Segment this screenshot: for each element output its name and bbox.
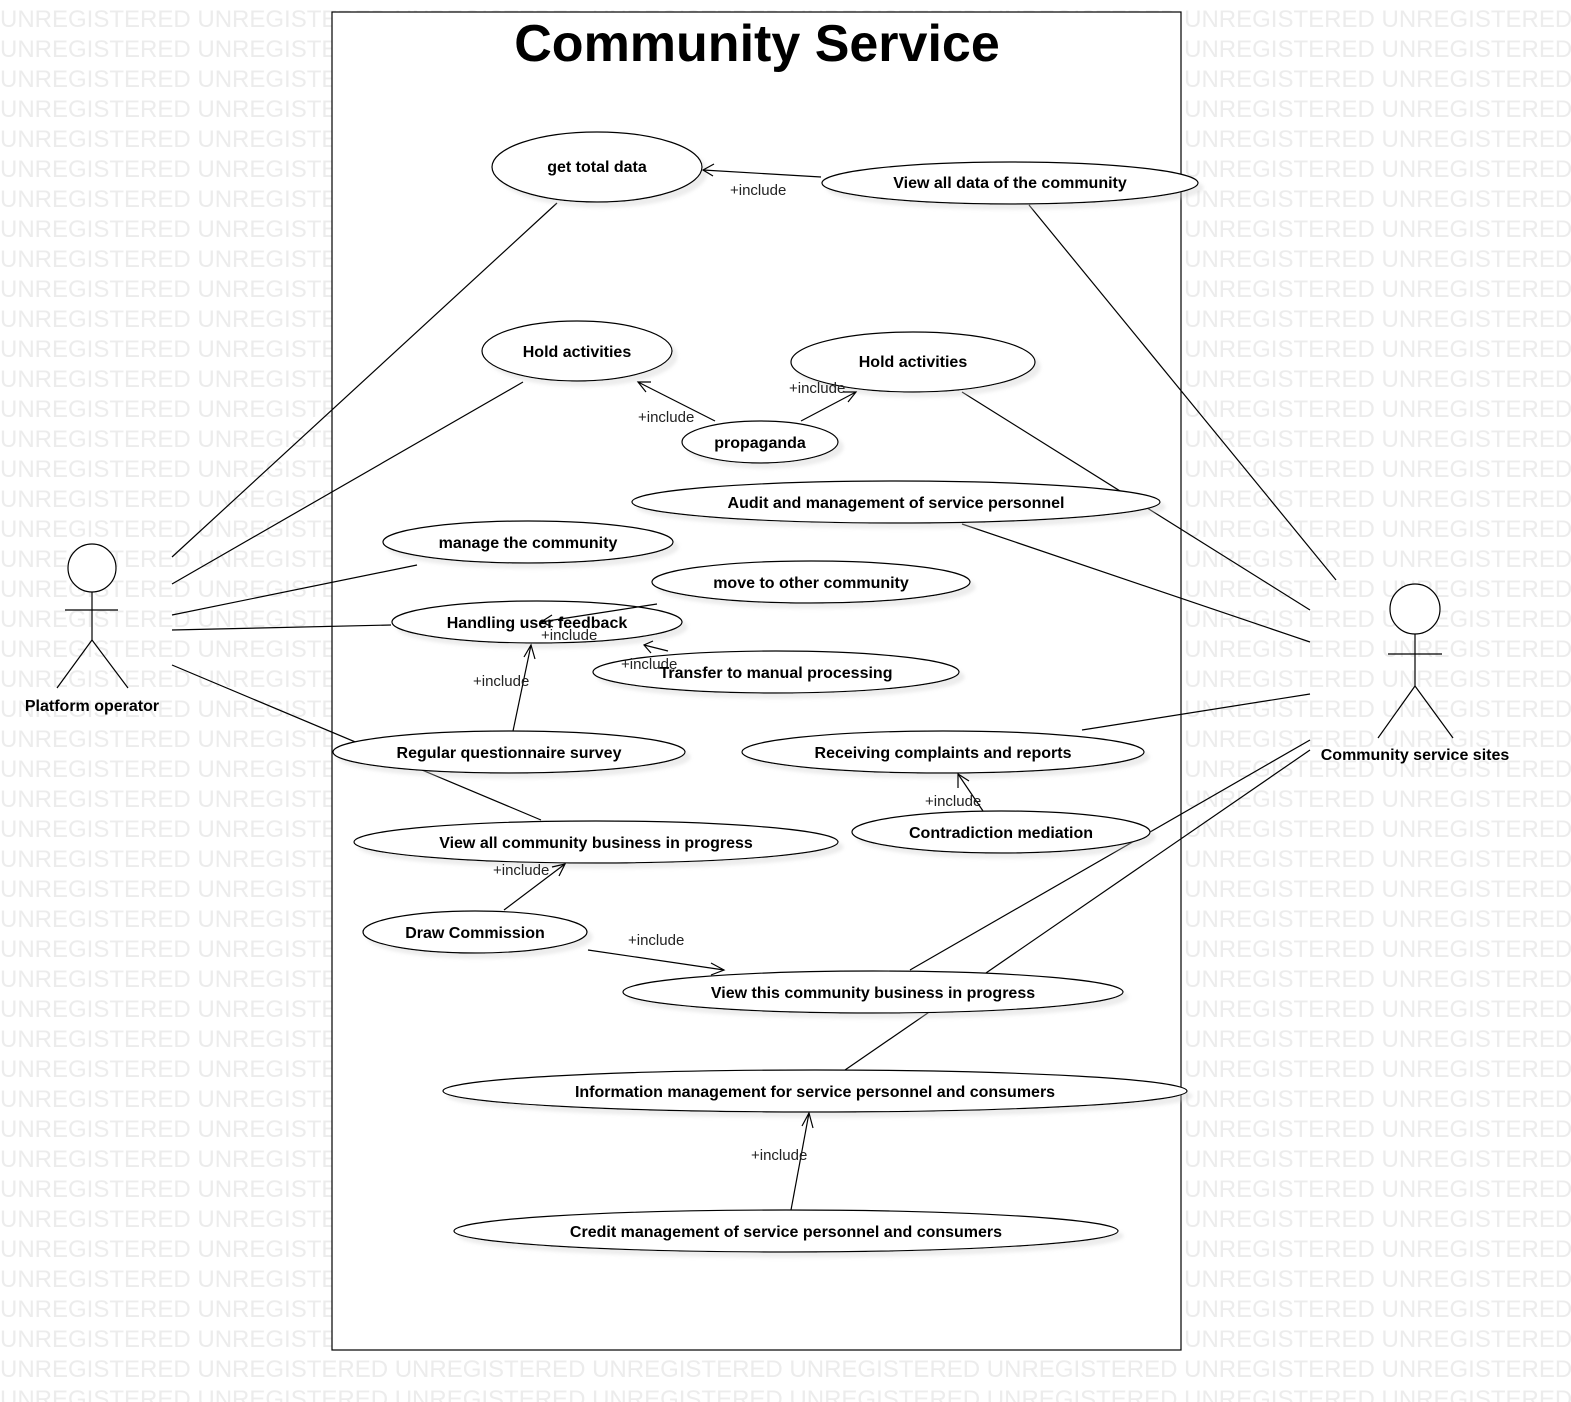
use-case-label: move to other community <box>713 575 909 592</box>
operator-associations <box>171 202 558 821</box>
use-case-info-management[interactable] <box>442 1069 1188 1113</box>
use-case-labels: get total data View all data of the comm… <box>397 159 1127 1241</box>
use-case-view-all-business[interactable] <box>353 820 839 864</box>
actor-head <box>1389 583 1441 635</box>
use-case-label: Draw Commission <box>405 925 545 942</box>
assoc-sites-view-all-data <box>1028 204 1337 581</box>
use-case-get-total-data[interactable] <box>491 131 703 203</box>
arrowhead <box>957 772 970 788</box>
use-case-label: Receiving complaints and reports <box>815 745 1072 762</box>
use-case-receiving-complaints[interactable] <box>741 730 1145 774</box>
include-draw-commission-to-view-this-business <box>587 949 725 971</box>
include-label: +include <box>925 793 981 810</box>
use-case-propaganda[interactable] <box>681 420 839 464</box>
system-title: Community Service <box>514 15 1000 73</box>
use-case-credit-management[interactable] <box>453 1209 1119 1253</box>
actor-head <box>67 543 117 593</box>
actor-label-platform-operator: Platform operator <box>25 698 159 715</box>
use-case-questionnaire[interactable] <box>332 730 686 774</box>
use-case-view-all-data[interactable] <box>821 161 1199 205</box>
include-label: +include <box>789 380 845 397</box>
use-case-view-this-business[interactable] <box>622 970 1124 1014</box>
assoc-operator-handling-feedback <box>171 624 392 631</box>
use-case-label: Information management for service perso… <box>575 1084 1055 1101</box>
assoc-operator-manage-community <box>171 564 418 616</box>
include-labels: +include +include +include +include +inc… <box>473 182 981 1164</box>
use-case-label: Credit management of service personnel a… <box>570 1224 1002 1241</box>
include-label: +include <box>493 862 549 879</box>
assoc-operator-hold-activities <box>171 381 524 585</box>
include-contradiction-to-receiving-complaints <box>957 773 984 812</box>
use-case-label: Contradiction mediation <box>909 825 1093 842</box>
use-case-draw-commission[interactable] <box>362 910 588 954</box>
arrowhead <box>539 614 554 628</box>
arrowhead <box>710 962 726 976</box>
use-case-label: View all data of the community <box>893 175 1127 192</box>
use-case-shapes <box>332 131 1199 1253</box>
assoc-sites-audit <box>961 523 1311 643</box>
arrowhead <box>701 163 715 177</box>
arrowhead <box>643 640 654 654</box>
use-case-transfer-manual[interactable] <box>592 650 960 694</box>
include-arrows <box>503 163 984 1211</box>
use-case-move-other[interactable] <box>651 560 971 604</box>
actor-left-leg <box>1377 685 1416 739</box>
assoc-sites-info-management <box>844 749 1311 1071</box>
actor-label-community-service-sites: Community service sites <box>1321 747 1510 764</box>
include-label: +include <box>541 627 597 644</box>
use-case-label: Transfer to manual processing <box>660 665 893 682</box>
include-label: +include <box>638 409 694 426</box>
include-credit-to-info-management <box>790 1112 810 1211</box>
actor-right-leg <box>91 639 129 689</box>
assoc-operator-get-total-data <box>171 202 558 558</box>
include-questionnaire-to-handling-feedback <box>512 644 532 732</box>
include-label: +include <box>751 1147 807 1164</box>
include-label: +include <box>628 932 684 949</box>
include-move-other-to-handling-feedback <box>540 603 658 623</box>
include-label: +include <box>473 673 529 690</box>
use-case-label: Handling user feedback <box>447 615 628 632</box>
use-case-label: View this community business in progress <box>711 985 1035 1002</box>
use-case-label: propaganda <box>714 435 806 452</box>
assoc-sites-receiving-complaints <box>1081 693 1311 731</box>
include-label: +include <box>621 656 677 673</box>
arrowhead <box>551 863 567 877</box>
include-view-all-data-to-get-total-data <box>702 169 822 178</box>
use-case-contradiction[interactable] <box>851 810 1151 854</box>
use-case-label: Audit and management of service personne… <box>728 495 1065 512</box>
use-case-label: View all community business in progress <box>439 835 753 852</box>
include-propaganda-to-hold-activities-2 <box>800 391 857 422</box>
use-case-manage-community[interactable] <box>382 520 674 564</box>
use-case-label: Hold activities <box>523 344 632 361</box>
use-case-label: manage the community <box>439 535 618 552</box>
include-draw-commission-to-view-all-business <box>503 863 566 911</box>
include-propaganda-to-hold-activities-1 <box>637 381 716 422</box>
include-transfer-manual-to-handling-feedback <box>643 644 669 652</box>
use-case-audit[interactable] <box>631 480 1161 524</box>
actor-right-leg <box>1414 685 1454 739</box>
arrowhead <box>843 391 858 403</box>
use-case-label: Hold activities <box>859 354 968 371</box>
arrowhead <box>523 643 536 660</box>
assoc-sites-view-this-business <box>909 739 1311 971</box>
actor-community-service-sites[interactable] <box>1377 583 1454 739</box>
use-case-label: get total data <box>547 159 647 176</box>
use-case-hold-activities-2[interactable] <box>790 331 1036 393</box>
arrowhead <box>636 381 651 393</box>
actor-platform-operator[interactable] <box>56 543 129 689</box>
arrowhead <box>801 1111 814 1129</box>
use-case-hold-activities-1[interactable] <box>481 320 673 382</box>
actor-left-leg <box>56 639 93 689</box>
include-label: +include <box>730 182 786 199</box>
use-case-label: Regular questionnaire survey <box>397 745 622 762</box>
